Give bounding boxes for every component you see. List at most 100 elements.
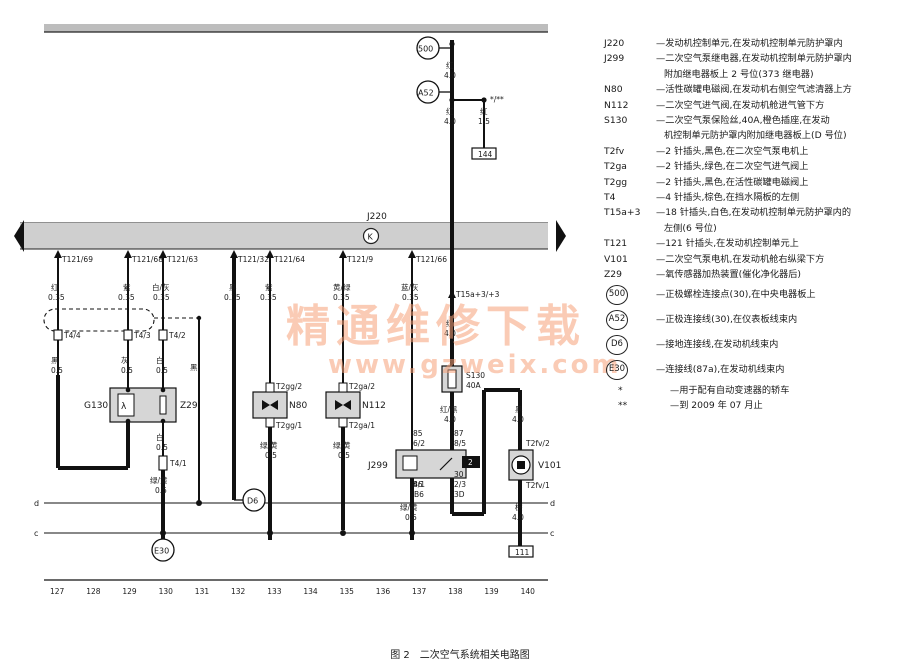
legend-row: T15a+3 —18 针插头,白色,在发动机控制单元防护罩内的 — [604, 205, 916, 220]
watermark-cn: 精通维修下载 — [286, 301, 586, 352]
page-next-arrow[interactable] — [556, 220, 566, 252]
legend-row: S130—二次空气泵保险丝,40A,橙色插座,在发动 — [604, 113, 916, 128]
conn-t2gg-2: T2gg/2 — [275, 382, 302, 391]
conn-t4-2: T4/2 — [168, 331, 186, 340]
point-a52-label: A52 — [418, 89, 434, 98]
wire-t121-68-size: 0.35 — [118, 293, 135, 302]
shield-junction — [196, 315, 202, 321]
wire-t4-3-color: 灰 — [121, 355, 129, 365]
conn-t15a: T15a+3/+3 — [455, 290, 500, 299]
wire-s130-out-color: 红/黑 — [440, 404, 458, 414]
conn-t2gg-1: T2gg/1 — [275, 421, 302, 430]
ecu-ground-symbol — [362, 227, 380, 245]
legend-desc-cont: 机控制单元防护罩内附加继电器板上(D 号位) — [664, 130, 847, 142]
valve-icon-n80-right — [270, 400, 278, 410]
legend-symbol-row: D6—接地连接线,在发动机线束内 — [604, 333, 916, 358]
conn-6-2: 6/2 — [413, 439, 425, 448]
terminal-144 — [471, 147, 497, 160]
pin-t121-66: T121/66 — [415, 255, 447, 264]
point-e30-label: E30 — [154, 547, 169, 556]
track-number: 132 — [231, 587, 246, 596]
track-number: 136 — [376, 587, 391, 596]
legend-desc: —2 针插头,黑色,在二次空气泵电机上 — [656, 145, 809, 157]
line-c-label: c — [34, 529, 38, 538]
conn-t2ga-2: T2ga/2 — [348, 382, 375, 391]
legend-desc: —4 针插头,棕色,在挡水隔板的左侧 — [656, 192, 800, 204]
legend-code: T15a+3 — [604, 207, 641, 219]
relay-location-label: 2 — [468, 458, 473, 467]
label-s130-rating: 40A — [466, 381, 482, 390]
shield-dashed — [43, 308, 155, 332]
legend-row: V101—二次空气泵电机,在发动机舱右纵梁下方 — [604, 252, 916, 267]
conn-b6: B6 — [414, 490, 424, 499]
conn-87: 87 — [454, 429, 464, 438]
legend-note-text: —到 2009 年 07 月止 — [670, 399, 763, 411]
wire-shield-color: 黑 — [190, 363, 198, 372]
ecu-band — [20, 223, 548, 249]
conn-30: 30 — [454, 470, 464, 479]
legend-row: T2gg —2 针插头,黑色,在活性碳罐电磁阀上 — [604, 175, 916, 190]
g130-node-b — [160, 387, 166, 393]
legend-desc-cont: 附加继电器板上 2 号位(373 继电器) — [664, 68, 814, 80]
label-j299: J299 — [367, 461, 388, 471]
legend-note-row: *—用于配有自动变速器的轿车 — [604, 383, 916, 398]
pin-t121-63: T121/63 — [166, 255, 198, 264]
bus-node-a52 — [449, 97, 455, 103]
legend-desc: —二次空气进气阀,在发动机舱进气管下方 — [656, 99, 825, 111]
legend-row: T2fv—2 针插头,黑色,在二次空气泵电机上 — [604, 144, 916, 159]
label-n112: N112 — [362, 401, 386, 411]
legend-code: T121 — [604, 238, 628, 250]
wire-n80-out-color: 绿/黄 — [260, 440, 278, 450]
legend-desc-cont: 左侧(6 号位) — [664, 222, 717, 234]
track-number: 127 — [50, 587, 65, 596]
legend-row: T2ga—2 针插头,绿色,在二次空气进气阀上 — [604, 159, 916, 174]
legend-code: J299 — [604, 53, 625, 65]
wiring-j299 — [410, 40, 522, 548]
ecu-pin-arrows — [54, 250, 416, 258]
terminal-111-label: 111 — [515, 548, 530, 557]
conn-t4-1: T4/1 — [169, 459, 187, 468]
conn-t4-4: T4/4 — [63, 331, 81, 340]
legend-code: S130 — [604, 115, 628, 127]
legend-symbol: D6 — [606, 335, 628, 355]
pin-t121-68: T121/68 — [131, 255, 163, 264]
valve-icon-n112-left — [335, 400, 343, 410]
legend-symbol-desc: —正极连接线(30),在仪表板线束内 — [656, 314, 798, 326]
ecu-ground-symbol-label: K — [368, 233, 374, 242]
conn-86: 86 — [413, 480, 423, 489]
legend-note-mark: ** — [618, 399, 628, 411]
conn-85: 85 — [413, 429, 423, 438]
legend-code: J220 — [604, 38, 625, 49]
wire-n112-out-color: 绿/黄 — [333, 440, 351, 450]
page-prev-arrow[interactable] — [14, 220, 24, 252]
wire-v101-in-size: 4.0 — [512, 415, 524, 424]
wire-144-color: 红 — [480, 106, 488, 116]
wire-t4-1-size: 0.5 — [155, 486, 167, 495]
legend-symbol: A52 — [606, 310, 628, 330]
legend-code: T2gg — [604, 176, 628, 188]
wire-500-color: 红 — [446, 60, 454, 70]
legend-desc: —活性碳罐电磁阀,在发动机右侧空气滤清器上方 — [656, 84, 852, 96]
legend-code: T4 — [604, 192, 616, 204]
wire-t4-3-size: 0.5 — [121, 366, 133, 375]
wire-t121-9-color: 黄/绿 — [333, 282, 351, 292]
label-s130: S130 — [466, 371, 485, 380]
track-number: 128 — [86, 587, 101, 596]
legend-desc: —18 针插头,白色,在发动机控制单元防护罩内的 — [656, 207, 852, 219]
track-number: 130 — [159, 587, 174, 596]
legend-row: T121—121 针插头,在发动机控制单元上 — [604, 236, 916, 251]
wire-v101-out-color: 棕 — [515, 502, 523, 512]
oxygen-sensor-icon — [117, 393, 135, 417]
label-n80: N80 — [289, 401, 307, 411]
wire-t15a-size: 4.0 — [444, 329, 456, 338]
pin-t121-69: T121/69 — [61, 255, 93, 264]
legend-row: Z29—氧传感器加热装置(催化净化器后) — [604, 267, 916, 282]
legend-symbol-desc: —正极螺栓连接点(30),在中央电器板上 — [656, 289, 816, 301]
pin-t121-9: T121/9 — [346, 255, 373, 264]
legend-desc: —氧传感器加热装置(催化净化器后) — [656, 269, 801, 281]
wire-t121-66-color: 蓝/灰 — [401, 282, 419, 292]
legend-desc: —2 针插头,黑色,在活性碳罐电磁阀上 — [656, 176, 809, 188]
wire-t4-4-size: 0.5 — [51, 366, 63, 375]
